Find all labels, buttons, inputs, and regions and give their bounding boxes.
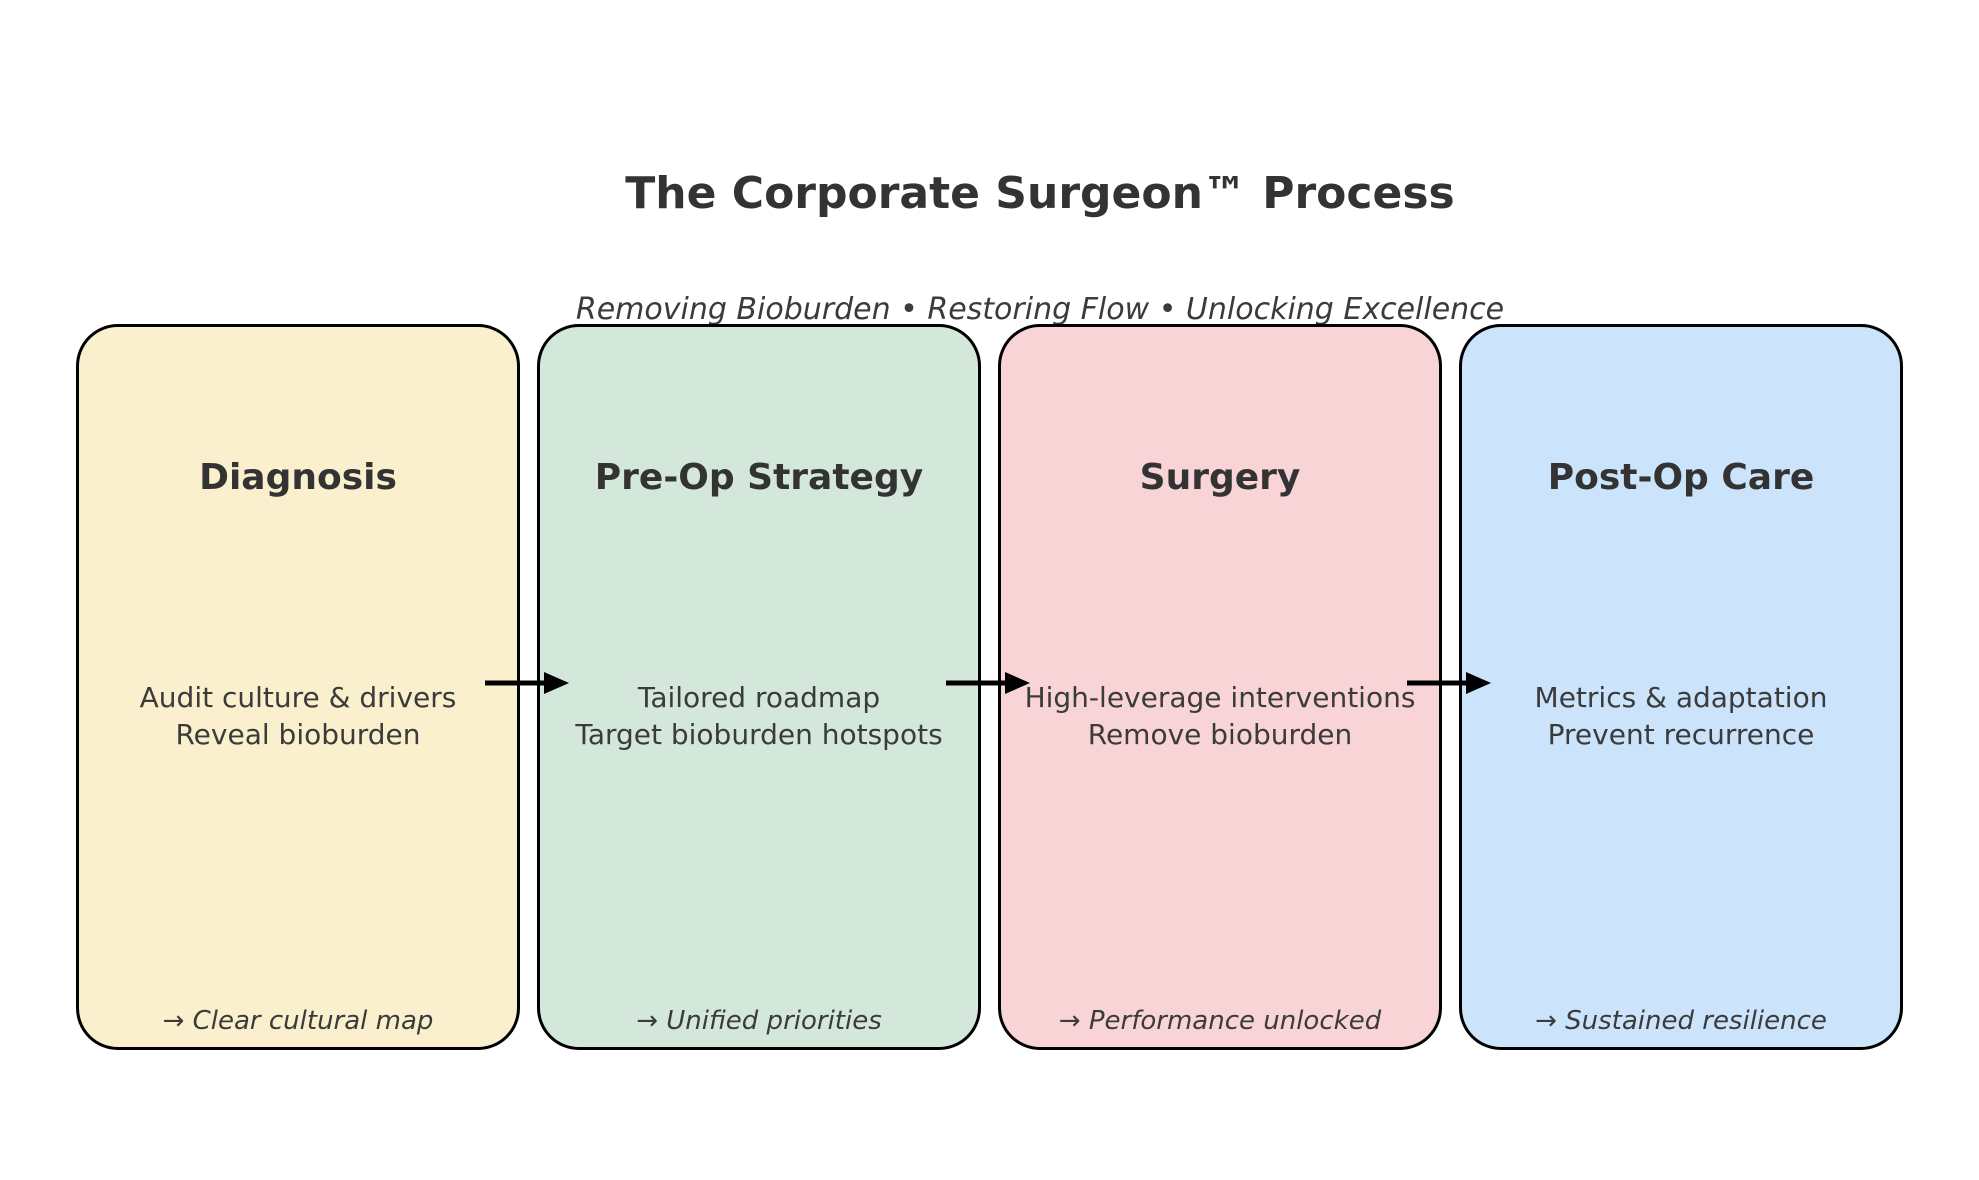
stage-card-pre-op-strategy: Pre-Op Strategy Tailored roadmap Target … [537,324,981,1050]
stage-description-line: High-leverage interventions [1024,681,1416,714]
stage-title: Pre-Op Strategy [594,457,924,498]
page-subtitle: Removing Bioburden • Restoring Flow • Un… [575,292,1505,327]
stage-description-line: Remove bioburden [1087,718,1353,751]
stage-description-line: Metrics & adaptation [1534,681,1828,714]
stage-description: Tailored roadmap Target bioburden hotspo… [520,679,998,753]
stage-description-line: Target bioburden hotspots [575,718,943,751]
stage-title: Surgery [1139,457,1301,498]
stage-description: Metrics & adaptation Prevent recurrence [1442,679,1920,753]
stage-description-line: Audit culture & drivers [139,681,457,714]
stage-description-line: Prevent recurrence [1547,718,1815,751]
stage-outcome: → Sustained resilience [1535,1006,1827,1036]
stage-title: Diagnosis [199,457,397,498]
stage-card-diagnosis: Diagnosis Audit culture & drivers Reveal… [76,324,520,1050]
stage-title: Post-Op Care [1547,457,1815,498]
stage-description-line: Tailored roadmap [637,681,881,714]
stage-description: Audit culture & drivers Reveal bioburden [59,679,537,753]
stage-outcome: → Performance unlocked [1058,1006,1382,1036]
stage-card-post-op-care: Post-Op Care Metrics & adaptation Preven… [1459,324,1903,1050]
stage-description: High-leverage interventions Remove biobu… [981,679,1459,753]
stage-outcome: → Unified priorities [636,1006,882,1036]
stage-card-surgery: Surgery High-leverage interventions Remo… [998,324,1442,1050]
page-title: The Corporate Surgeon™ Process [625,168,1455,219]
stage-outcome: → Clear cultural map [162,1006,434,1036]
stage-description-line: Reveal bioburden [175,718,421,751]
